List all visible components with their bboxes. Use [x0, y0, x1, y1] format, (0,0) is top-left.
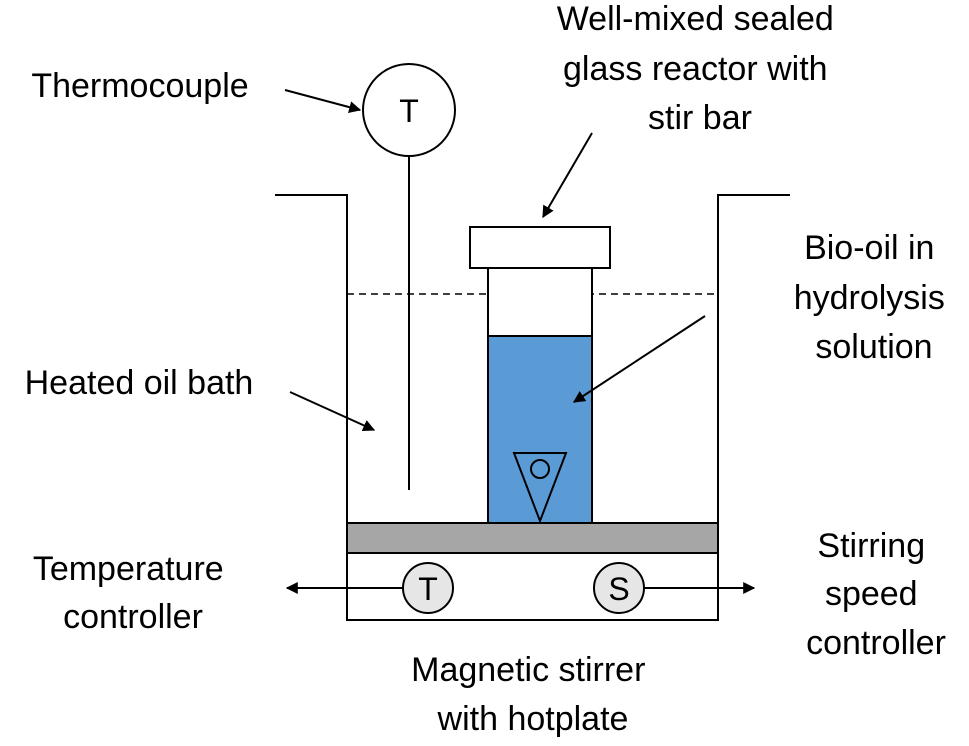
stir-bar-icon	[512, 452, 568, 524]
speed-knob-symbol: S	[608, 571, 629, 607]
biooil-label-line3: solution	[815, 328, 932, 366]
thermocouple-gauge	[362, 63, 456, 157]
magnetic-stirrer-line2: with hotplate	[437, 700, 629, 738]
oil-bath-label: Heated oil bath	[25, 364, 254, 402]
reactor-label-line1: Well-mixed sealed	[557, 0, 834, 38]
magnetic-stirrer-line1: Magnetic stirrer	[411, 651, 645, 689]
stir-bar-circle	[530, 459, 550, 479]
reactor-solution	[487, 335, 593, 524]
hotplate-surface	[346, 522, 719, 554]
thermocouple-label: Thermocouple	[31, 67, 248, 105]
oil-bath-container	[275, 194, 790, 621]
stirring-controller-line2: speed	[825, 575, 918, 613]
reactor-label: Well-mixed sealed glass reactor with sti…	[557, 0, 844, 137]
reactor-label-line2: glass reactor with	[563, 50, 828, 88]
reactor-label-line3: stir bar	[648, 99, 752, 137]
magnetic-stirrer-label: Magnetic stirrer with hotplate	[411, 651, 655, 738]
stirring-controller-label: Stirring speed controller	[806, 527, 946, 662]
oil-bath-arrow	[289, 391, 376, 432]
biooil-label-line2: hydrolysis	[794, 279, 945, 317]
reactor-arrow	[542, 132, 593, 219]
stirring-controller-line3: controller	[806, 624, 946, 662]
temperature-controller-line2: controller	[63, 598, 203, 636]
temperature-controller-line1: Temperature	[33, 550, 224, 588]
temperature-controller-label: Temperature controller	[33, 550, 233, 636]
thermocouple-arrow	[284, 89, 362, 114]
biooil-label: Bio-oil in hydrolysis solution	[794, 229, 955, 366]
biooil-label-line1: Bio-oil in	[804, 229, 934, 267]
temperature-knob-symbol: T	[418, 571, 438, 607]
thermocouple-symbol: T	[399, 93, 419, 129]
stirring-controller-line1: Stirring	[817, 527, 925, 565]
biooil-arrow	[572, 315, 706, 403]
reactor-cap	[469, 226, 611, 269]
